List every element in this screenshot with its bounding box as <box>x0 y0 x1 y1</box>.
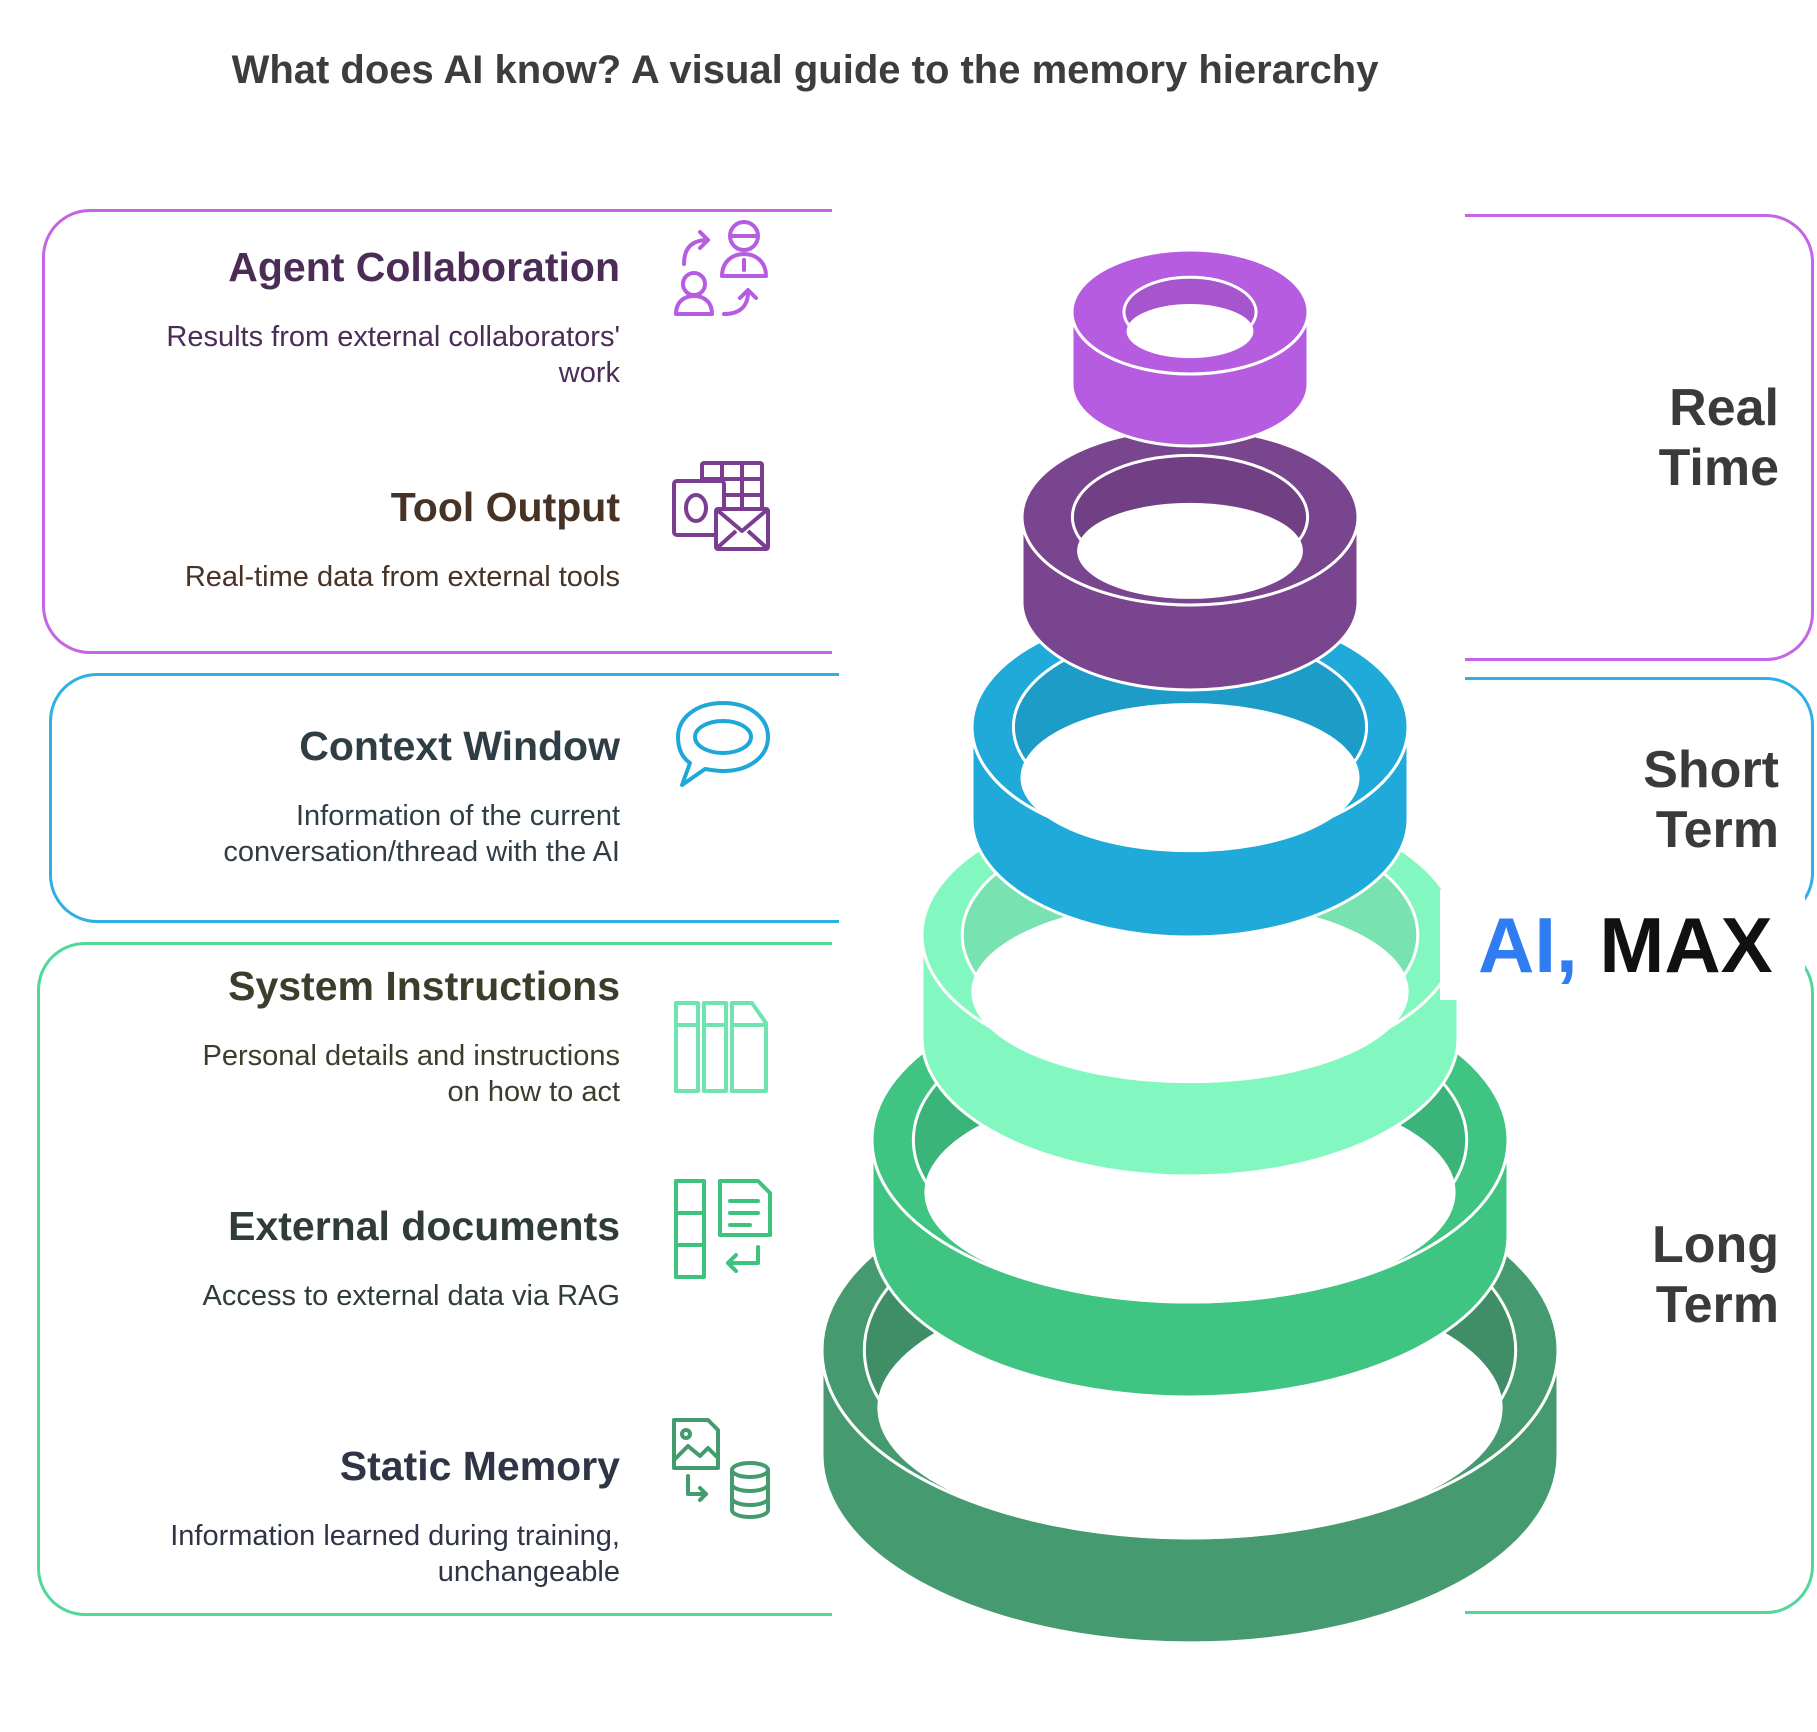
item-desc-line1: Access to external data via RAG <box>202 1280 620 1312</box>
item-desc-line1: Information of the current <box>296 800 620 832</box>
ring-tool-output <box>1020 427 1360 692</box>
brand-max: MAX <box>1599 901 1773 989</box>
item-title: System Instructions <box>228 963 620 1009</box>
group-box-long-term <box>37 942 832 1616</box>
item-desc-line1: Results from external collaborators' <box>166 321 620 353</box>
ring-agent-collaboration <box>1070 248 1310 448</box>
brand-ai: AI, <box>1478 901 1578 989</box>
item-title: Context Window <box>299 723 620 769</box>
item-title: External documents <box>228 1203 620 1249</box>
item-desc-line1: Information learned during training, <box>170 1520 620 1552</box>
item-agent-collaboration: Agent Collaboration Results from externa… <box>80 244 620 391</box>
item-desc-line2: unchangeable <box>437 1556 620 1588</box>
ring-hole-opening <box>1126 304 1254 359</box>
ring-hole-opening <box>1077 502 1303 599</box>
item-tool-output: Tool Output Real-time data from external… <box>80 484 620 595</box>
tool-output-icon <box>672 461 770 551</box>
item-static-memory: Static Memory Information learned during… <box>80 1443 620 1590</box>
page-title: What does AI know? A visual guide to the… <box>231 48 1379 92</box>
item-system-instructions: System Instructions Personal details and… <box>80 963 620 1110</box>
item-desc-line2: conversation/thread with the AI <box>223 836 620 868</box>
ring-context-window <box>970 607 1410 939</box>
item-desc-line2: work <box>558 357 620 389</box>
brand-label: AI, MAX <box>1440 890 1805 1000</box>
chat-bubble-icon <box>676 701 770 787</box>
item-desc-line1: Personal details and instructions <box>202 1040 620 1072</box>
book-shelf-icon <box>674 1001 768 1093</box>
item-title: Tool Output <box>390 484 620 530</box>
item-external-documents: External documents Access to external da… <box>80 1203 620 1314</box>
item-context-window: Context Window Information of the curren… <box>80 723 620 870</box>
item-desc-line1: Real-time data from external tools <box>184 561 620 593</box>
group-box-short-term <box>49 673 839 923</box>
item-title: Static Memory <box>339 1443 620 1489</box>
group-box-real-time <box>42 209 832 654</box>
side-box-real-time <box>1465 214 1814 661</box>
collaboration-icon <box>674 220 768 316</box>
item-desc-line2: on how to act <box>447 1076 621 1108</box>
item-title: Agent Collaboration <box>228 244 620 290</box>
document-retrieval-icon <box>674 1179 772 1279</box>
ring-hole-opening <box>971 900 1409 1084</box>
ring-hole-opening <box>1020 703 1360 853</box>
image-database-icon <box>672 1418 770 1519</box>
